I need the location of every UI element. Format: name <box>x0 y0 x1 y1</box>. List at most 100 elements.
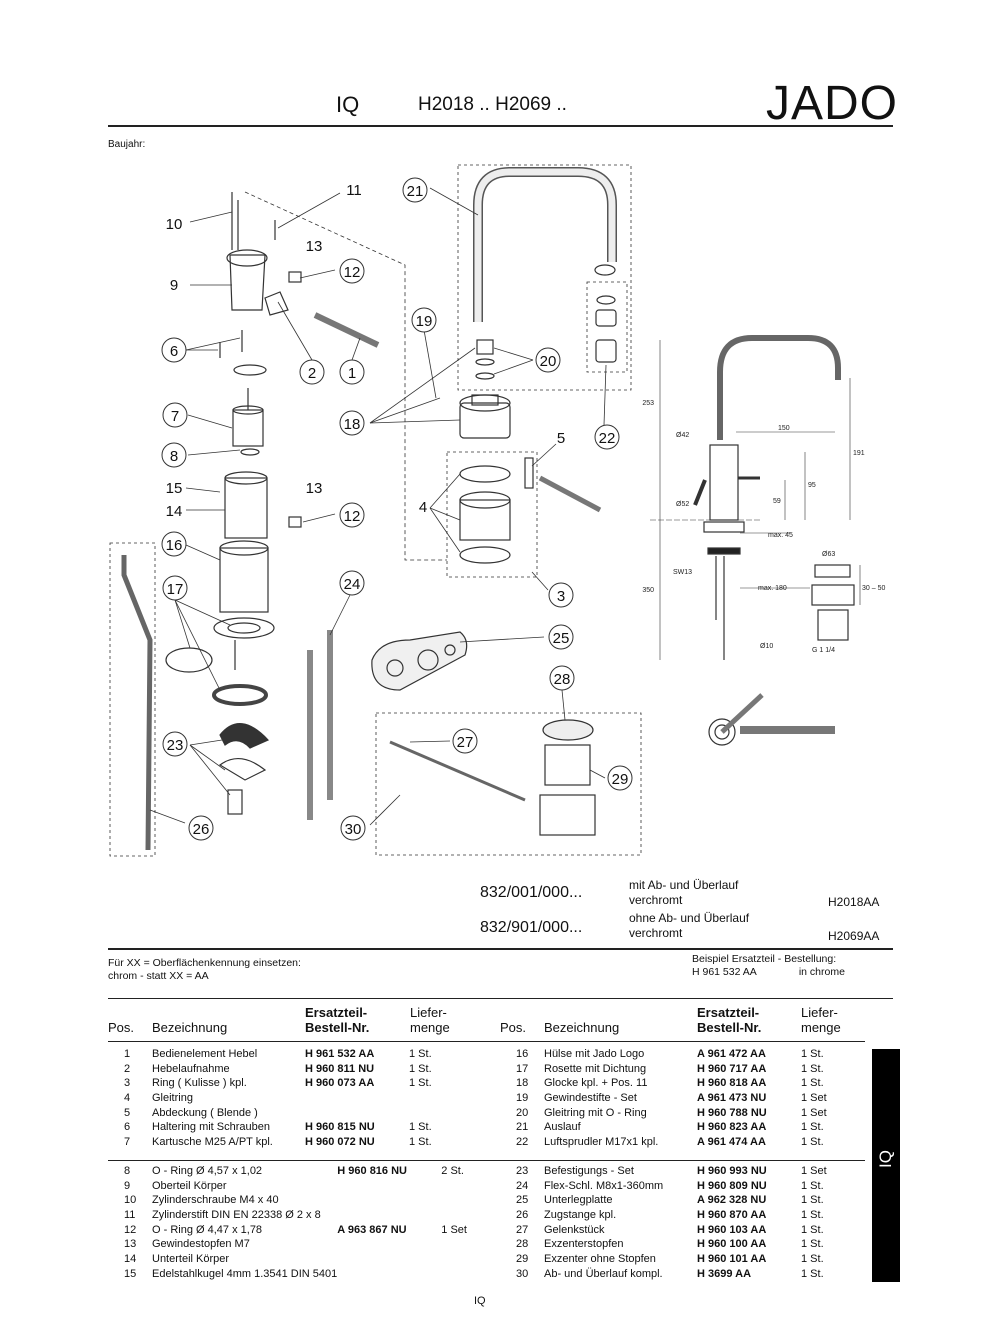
quantity-cell: 1 St. <box>409 1136 432 1149</box>
dim-253: 253 <box>642 400 654 407</box>
dim-sw13: SW13 <box>673 569 692 576</box>
svg-text:16: 16 <box>166 537 183 554</box>
pos-cell: 27 <box>516 1223 529 1236</box>
svg-text:20: 20 <box>540 353 557 370</box>
callout-11: 11 <box>346 182 362 199</box>
section-tab-label: IQ <box>876 1150 895 1168</box>
dim-63: Ø63 <box>822 551 835 558</box>
callout-17: 17 <box>162 575 188 601</box>
callout-2: 2 <box>299 359 325 385</box>
pos-cell: 15 <box>124 1267 137 1280</box>
quantity-cell <box>409 1092 469 1107</box>
description-cell: Exzenter ohne Stopfen <box>544 1253 656 1266</box>
dim-52: Ø52 <box>676 501 689 508</box>
dim-95: 95 <box>808 482 816 489</box>
part-number-cell: H 960 100 AA <box>697 1238 767 1251</box>
description-cell: Exzenterstopfen <box>544 1238 624 1251</box>
svg-text:27: 27 <box>457 734 474 751</box>
svg-text:25: 25 <box>553 630 570 647</box>
dim-30-50: 30 – 50 <box>862 585 885 592</box>
part-number-cell: H 3699 AA <box>697 1267 752 1280</box>
description-cell: Gleitring <box>152 1092 193 1105</box>
baujahr-label: Baujahr: <box>108 139 146 150</box>
order-ref-1: H2018AA <box>828 895 880 909</box>
pos-cell: 30 <box>516 1267 529 1280</box>
th-lm-left-1: Liefer- <box>410 1005 447 1020</box>
description-cell: Bedienelement Hebel <box>152 1048 258 1060</box>
description-cell: Flex-Schl. M8x1-360mm <box>544 1179 664 1192</box>
pos-cell: 4 <box>124 1092 131 1105</box>
pos-cell: 17 <box>516 1062 529 1075</box>
part-number-cell <box>305 1092 409 1107</box>
pos-cell: 7 <box>124 1136 131 1149</box>
part-number-cell: H 960 870 AA <box>697 1209 767 1222</box>
description-cell: Gelenkstück <box>544 1223 605 1236</box>
pos-cell: 10 <box>124 1194 137 1207</box>
pos-cell: 19 <box>516 1092 529 1105</box>
quantity-cell: 1 St. <box>801 1223 824 1236</box>
part-number-cell: H 960 788 NU <box>697 1106 767 1119</box>
description-cell: Gewindestifte - Set <box>544 1092 637 1105</box>
part-number-cell: H 960 073 AA <box>305 1077 375 1090</box>
pos-cell: 13 <box>124 1238 137 1251</box>
order-example-code: H 961 532 AA <box>692 966 757 978</box>
quantity-cell <box>441 1180 501 1195</box>
svg-text:12: 12 <box>344 264 361 281</box>
description-cell: Abdeckung ( Blende ) <box>152 1106 258 1119</box>
svg-text:23: 23 <box>167 737 184 754</box>
pos-cell: 9 <box>124 1179 131 1192</box>
quantity-cell: 1 St. <box>409 1062 432 1075</box>
callout-14: 14 <box>166 503 183 520</box>
description-cell: O - Ring Ø 4,57 x 1,02 <box>152 1165 263 1177</box>
description-cell: Kartusche M25 A/PT kpl. <box>152 1136 273 1149</box>
pos-cell: 11 <box>124 1209 136 1222</box>
description-cell: Auslauf <box>544 1121 581 1134</box>
pos-cell: 25 <box>516 1194 529 1207</box>
section-tab: IQ <box>872 1049 900 1282</box>
th-lm-left-2: menge <box>410 1020 450 1035</box>
dim-max180: max. 180 <box>758 585 787 592</box>
pos-cell: 22 <box>516 1136 529 1149</box>
pos-cell: 26 <box>516 1209 529 1222</box>
order-desc-1: mit Ab- und Überlauf verchromt <box>629 878 738 908</box>
description-cell: Befestigungs - Set <box>544 1165 634 1177</box>
table-top-rule <box>108 998 893 999</box>
pos-cell: 12 <box>124 1223 137 1236</box>
svg-text:22: 22 <box>599 430 616 447</box>
pos-cell: 18 <box>516 1077 529 1090</box>
dim-g114: G 1 1/4 <box>812 647 835 654</box>
part-number-cell: H 960 993 NU <box>697 1165 767 1177</box>
order-desc-2-line2: verchromt <box>629 926 683 940</box>
surface-note-line2: chrom - statt XX = AA <box>108 970 209 982</box>
description-cell: O - Ring Ø 4,47 x 1,78 <box>152 1223 263 1236</box>
th-pos-right: Pos. <box>500 1020 527 1035</box>
pos-cell: 1 <box>124 1048 131 1060</box>
quantity-cell: 1 St. <box>801 1077 824 1090</box>
callout-1: 1 <box>339 359 365 385</box>
quantity-cell: 1 St. <box>801 1238 824 1251</box>
dim-59: 59 <box>773 498 781 505</box>
part-number-cell <box>337 1194 441 1209</box>
pos-cell: 24 <box>516 1179 529 1192</box>
th-bez-right: Bezeichnung <box>544 1020 620 1035</box>
dim-42: Ø42 <box>676 432 689 439</box>
callout-26: 26 <box>188 815 214 841</box>
th-lm-right-1: Liefer- <box>801 1005 838 1020</box>
callout-6: 6 <box>161 337 187 363</box>
th-nr-left-1: Ersatzteil- <box>305 1005 368 1020</box>
quantity-cell: 1 Set <box>441 1223 467 1236</box>
